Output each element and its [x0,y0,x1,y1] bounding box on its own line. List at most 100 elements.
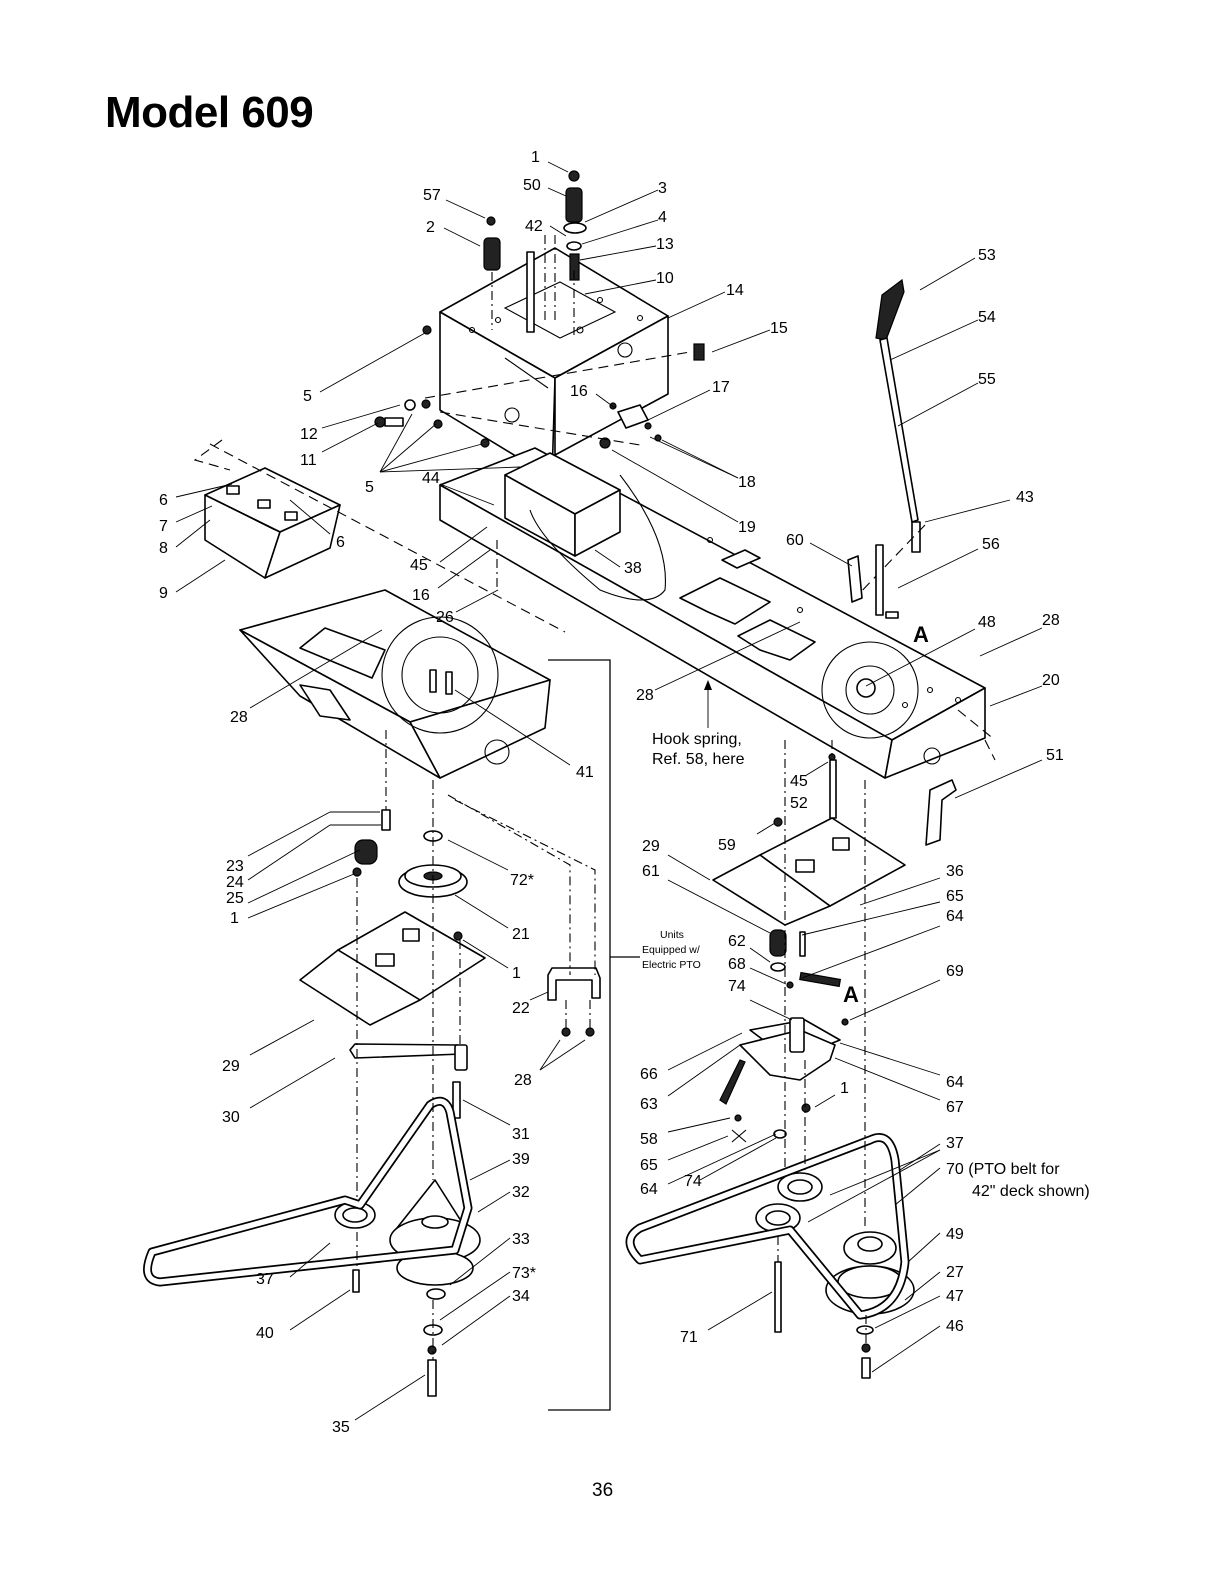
callout-31: 31 [512,1126,530,1143]
pto-note-line1: Units [660,929,684,941]
center-bracket [504,452,667,601]
callout-44: 44 [422,470,440,487]
callout-5-mid: 5 [365,479,374,496]
center-lines [356,540,996,1360]
callout-66: 66 [640,1066,658,1083]
callout-3: 3 [658,180,667,197]
callout-68: 68 [728,956,746,973]
callout-65-bottom: 65 [640,1157,658,1174]
idler-arm-66-67 [719,1017,841,1143]
callout-65-top: 65 [946,888,964,905]
annotations: Hook spring, Ref. 58, here Units Equippe… [642,622,1090,1200]
callout-64-mid: 64 [946,1074,964,1091]
callout-24: 24 [226,874,244,891]
right-pulleys [755,1172,915,1379]
idler-arm-30 [349,1043,468,1119]
hook-spring-note-line2: Ref. 58, here [652,751,745,768]
callout-28-right: 28 [1042,612,1060,629]
leader-lines [175,161,1043,1421]
spring-23-25 [352,809,463,941]
detail-marker-a-top: A [913,622,929,647]
callout-1-mid: 1 [512,965,521,982]
idler-bracket-29-left [299,911,486,1026]
pto-note-line2: Equipped w/ [642,944,700,956]
callout-52: 52 [790,795,808,812]
callout-23: 23 [226,858,244,875]
shift-lever [847,278,957,846]
callout-57: 57 [423,187,441,204]
callout-71: 71 [680,1329,698,1346]
console-bracket [439,247,669,479]
callout-29-right: 29 [642,838,660,855]
front-frame [239,589,551,779]
page-title: Model 609 [105,88,314,137]
spring-62-68 [769,929,849,1026]
callout-11: 11 [300,452,317,469]
callout-12: 12 [300,426,318,443]
battery [204,467,341,579]
pulley-37-left [334,1201,376,1293]
callout-30: 30 [222,1109,240,1126]
callout-43: 43 [1016,489,1034,506]
callout-53: 53 [978,247,996,264]
callout-50: 50 [523,177,541,194]
callout-46: 46 [946,1318,964,1335]
callout-18: 18 [738,474,756,491]
pto-belt-note-line1: 70 (PTO belt for [946,1161,1060,1178]
callout-9: 9 [159,585,168,602]
callout-60: 60 [786,532,804,549]
callout-25: 25 [226,890,244,907]
callout-73: 73* [512,1265,536,1282]
callout-36: 36 [946,863,964,880]
callout-42: 42 [525,218,543,235]
hook-spring-note-line1: Hook spring, [652,731,742,748]
callout-39: 39 [512,1151,530,1168]
callout-59: 59 [718,837,736,854]
callout-35: 35 [332,1419,350,1436]
callout-1-right: 1 [840,1080,849,1097]
callout-72: 72* [510,872,534,889]
callout-61: 61 [642,863,660,880]
callout-22: 22 [512,1000,530,1017]
callout-28-left: 28 [230,709,248,726]
callout-45-right: 45 [790,773,808,790]
callout-29-left: 29 [222,1058,240,1075]
callout-38: 38 [624,560,642,577]
callout-7: 7 [159,518,168,535]
callout-14: 14 [726,282,744,299]
battery-guide-line [209,443,566,633]
detail-marker-a-bottom: A [843,982,859,1007]
callout-45-left: 45 [410,557,428,574]
callout-40: 40 [256,1325,274,1342]
callout-13: 13 [656,236,674,253]
callout-2: 2 [426,219,435,236]
callout-49: 49 [946,1226,964,1243]
callout-48: 48 [978,614,996,631]
callout-32: 32 [512,1184,530,1201]
callout-28-center: 28 [636,687,654,704]
callout-58: 58 [640,1131,658,1148]
callout-37-right: 37 [946,1135,964,1152]
callout-33: 33 [512,1231,530,1248]
callout-26: 26 [436,609,454,626]
callout-54: 54 [978,309,996,326]
callout-21: 21 [512,926,530,943]
pto-note-line3: Electric PTO [642,959,701,971]
spring-stack-top [483,170,587,335]
callout-64-top: 64 [946,908,964,925]
callout-27: 27 [946,1264,964,1281]
electric-pto-bracket [548,659,611,1411]
callout-19: 19 [738,519,756,536]
callout-16-bottom: 16 [412,587,430,604]
callout-15: 15 [770,320,788,337]
callout-20: 20 [1042,672,1060,689]
battery-dash-outline [193,439,231,471]
callout-1-top: 1 [531,149,540,166]
callout-17: 17 [712,379,730,396]
callout-6-left: 6 [159,492,168,509]
callout-labels: 1 50 3 57 4 42 2 13 10 14 53 15 54 5 16 … [159,149,1064,1436]
callout-63: 63 [640,1096,658,1113]
pto-belt-note-line2: 42" deck shown) [972,1183,1090,1200]
